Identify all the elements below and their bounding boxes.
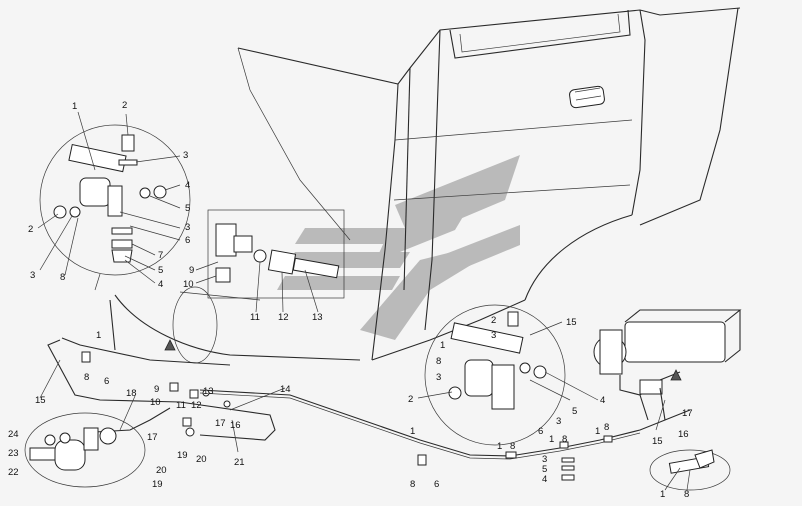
callout-c33: 19 <box>177 450 188 461</box>
callout-labels: 1 2 3 4 5 3 6 2 7 3 8 5 4 9 10 11 12 13 … <box>8 100 693 500</box>
tee-fitting-icon <box>215 223 237 257</box>
callout-c21: 6 <box>104 376 109 387</box>
callout-c15: 10 <box>183 279 194 290</box>
callout-c20: 8 <box>84 372 89 383</box>
callout-c29: 14 <box>280 384 291 395</box>
watermark-logo <box>277 155 520 340</box>
callout-c68: 8 <box>684 489 689 500</box>
callout-c24: 9 <box>154 384 159 395</box>
clips <box>81 351 613 481</box>
callout-c3: 3 <box>183 150 188 161</box>
callout-c64: 15 <box>652 436 663 447</box>
air-filter-unit <box>593 309 742 421</box>
bolt-head-icon <box>53 205 67 219</box>
callout-c7: 6 <box>185 235 190 246</box>
callout-c9: 7 <box>158 250 163 261</box>
callout-c58: 8 <box>562 434 567 445</box>
callout-c31: 16 <box>230 420 241 431</box>
callout-c4: 4 <box>185 180 190 191</box>
detail-circle-top-left <box>39 124 191 291</box>
callout-c53: 8 <box>410 479 415 490</box>
callout-c67: 1 <box>660 489 665 500</box>
callout-c56: 8 <box>510 441 515 452</box>
callout-c25: 10 <box>150 397 161 408</box>
callout-c14: 9 <box>189 265 194 276</box>
callout-c40: 19 <box>152 479 163 490</box>
callout-c34: 20 <box>196 454 207 465</box>
callout-c39: 20 <box>156 465 167 476</box>
callout-c19: 1 <box>96 330 101 341</box>
callout-c38: 22 <box>8 467 19 478</box>
callout-c44: 1 <box>440 340 445 351</box>
callout-c2: 2 <box>122 100 127 111</box>
detail-circle-right <box>424 304 566 446</box>
callout-c45: 8 <box>436 356 441 367</box>
callout-c37: 23 <box>8 448 19 459</box>
callout-c36: 24 <box>8 429 19 440</box>
callout-c28: 13 <box>203 386 214 397</box>
callout-c16: 11 <box>250 312 260 323</box>
callout-c42: 15 <box>566 317 577 328</box>
bolt-icon <box>121 134 135 152</box>
callout-c30: 17 <box>215 418 226 429</box>
callout-c46: 3 <box>436 372 441 383</box>
callout-c26: 11 <box>176 400 186 411</box>
callout-c8: 2 <box>28 224 33 235</box>
hose-line <box>47 337 691 460</box>
callout-c50: 6 <box>538 426 543 437</box>
callout-c66: 16 <box>678 429 689 440</box>
callout-c61: 4 <box>542 474 547 485</box>
cab-body <box>237 7 741 361</box>
arrow-up-icon <box>670 369 682 381</box>
callout-c47: 2 <box>408 394 413 405</box>
callout-c10: 3 <box>30 270 35 281</box>
callout-c32: 17 <box>147 432 158 443</box>
callout-c23: 18 <box>126 388 137 399</box>
callout-c17: 12 <box>278 312 289 323</box>
leader-lines <box>37 111 691 491</box>
detail-box-fittings <box>207 209 345 299</box>
callout-c35: 21 <box>234 457 245 468</box>
callout-c41: 2 <box>491 315 496 326</box>
arrow-up-icon <box>164 339 176 351</box>
callout-c11: 8 <box>60 272 65 283</box>
callout-c5: 5 <box>185 203 190 214</box>
callout-c52: 1 <box>410 426 415 437</box>
door-handle-icon <box>569 85 605 109</box>
callout-c43: 3 <box>491 330 496 341</box>
arrow-icons <box>164 339 682 381</box>
callout-c54: 6 <box>434 479 439 490</box>
callout-c12: 5 <box>158 265 163 276</box>
callout-c59: 3 <box>542 454 547 465</box>
callout-c13: 4 <box>158 279 163 290</box>
detail-ellipse-bottom-left <box>24 412 146 488</box>
callout-c51: 3 <box>556 416 561 427</box>
callout-c49: 4 <box>600 395 605 406</box>
callout-c65: 17 <box>682 408 693 419</box>
fuel-tank <box>109 286 361 364</box>
callout-c63: 8 <box>604 422 609 433</box>
callout-c6: 3 <box>185 222 190 233</box>
callout-c60: 5 <box>542 464 547 475</box>
callout-c57: 1 <box>549 434 554 445</box>
callout-c27: 12 <box>191 400 202 411</box>
callout-c18: 13 <box>312 312 323 323</box>
callout-c62: 1 <box>595 426 600 437</box>
callout-c1: 1 <box>72 101 77 112</box>
callout-c48: 5 <box>572 406 577 417</box>
callout-c22: 15 <box>35 395 46 406</box>
callout-c55: 1 <box>497 441 502 452</box>
